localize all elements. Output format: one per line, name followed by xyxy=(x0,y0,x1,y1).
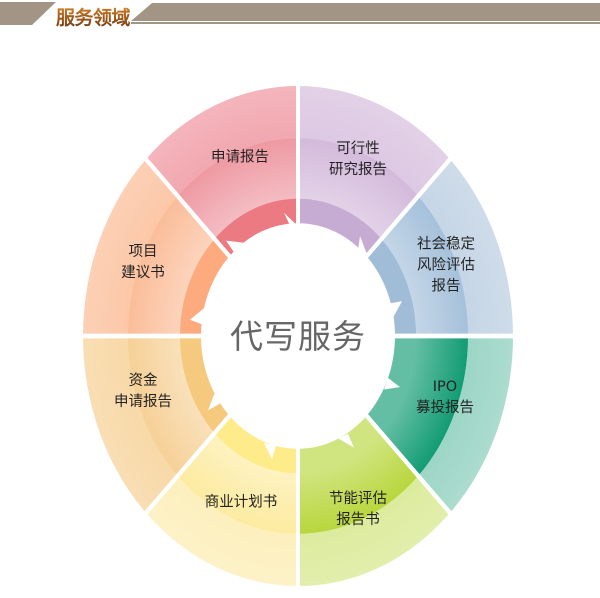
label-energy-assessment[interactable]: 节能评估 报告书 xyxy=(329,491,387,528)
center-label: 代写服务 xyxy=(230,317,366,356)
label-feasibility-study[interactable]: 可行性 研究报告 xyxy=(329,141,387,178)
label-business-plan[interactable]: 商业计划书 xyxy=(204,494,278,511)
label-social-stability-risk[interactable]: 社会稳定 风险评估 报告 xyxy=(417,236,475,295)
label-project-proposal[interactable]: 项目 建议书 xyxy=(121,244,165,281)
header-decoration xyxy=(0,2,600,25)
section-header: 服务领域 xyxy=(0,0,600,30)
label-application-report[interactable]: 申请报告 xyxy=(211,149,269,166)
label-ipo-fundraising[interactable]: IPO 募投报告 xyxy=(416,379,474,416)
section-title: 服务领域 xyxy=(56,3,131,30)
label-fund-application[interactable]: 资金 申请报告 xyxy=(114,373,172,410)
center-gear xyxy=(190,212,402,460)
